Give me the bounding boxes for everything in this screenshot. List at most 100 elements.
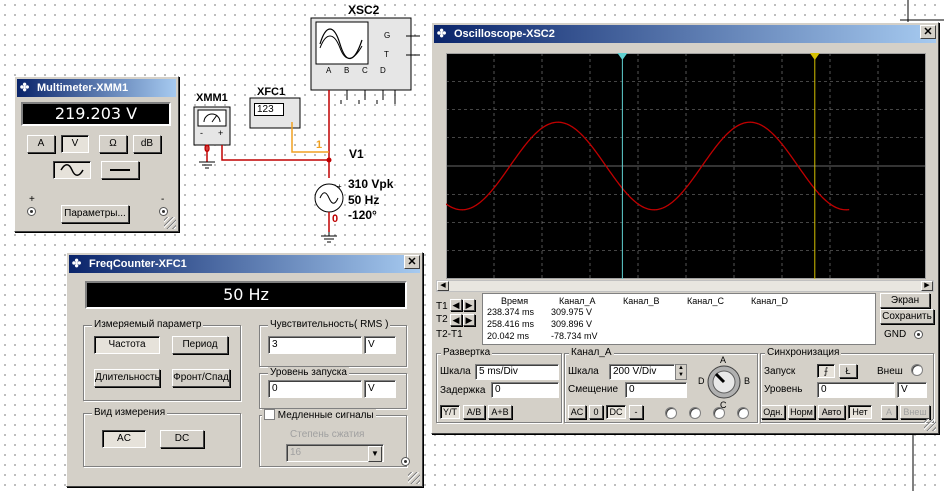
xmm-minus-label: - (200, 128, 203, 138)
sync-group: Синхронизация Запуск ⨍ Ł Внеш Уровень 0 … (760, 347, 934, 423)
level-input[interactable]: 0 (817, 382, 895, 398)
channel-dc-button[interactable]: DC (606, 405, 626, 419)
scale-spinner-icon[interactable]: ▲▼ (675, 364, 687, 380)
xsc-pin-b: B (344, 66, 350, 75)
t21-channel-a: -78.734 mV (551, 331, 598, 341)
node-1-label: 1 (316, 139, 323, 151)
cursor-t2-marker-icon (809, 53, 820, 60)
trigger-a-button[interactable]: A (881, 405, 897, 419)
offset-input[interactable]: 0 (625, 382, 687, 398)
screen-border (446, 53, 926, 279)
channel-scale-input[interactable]: 200 V/Div (609, 364, 675, 380)
gnd-terminal[interactable] (914, 330, 923, 339)
multimeter-titlebar[interactable]: ✤ Multimeter-XMM1 (17, 79, 176, 97)
mode-db-button[interactable]: dB (133, 135, 161, 153)
mode-v-button[interactable]: V (61, 135, 89, 153)
mode-ohm-button[interactable]: Ω (99, 135, 127, 153)
view-mode-label: Вид измерения (92, 407, 168, 418)
chevron-down-icon[interactable]: ▼ (368, 446, 382, 462)
ext-radio[interactable] (911, 364, 923, 376)
rising-edge-icon[interactable]: ⨍ (817, 364, 835, 378)
t1-label: T1 (436, 301, 448, 312)
oscilloscope-screen[interactable] (446, 53, 926, 279)
period-button[interactable]: Период (172, 336, 228, 354)
channel-selector-knob[interactable] (706, 364, 742, 400)
save-button[interactable]: Сохранить (880, 309, 934, 324)
node-0-label-xmm: 0 (204, 143, 211, 155)
channel-zero-button[interactable]: 0 (589, 405, 603, 419)
trigger-level-input[interactable]: 0 (268, 380, 362, 398)
t2-right-arrow-icon[interactable]: ▶ (463, 314, 475, 326)
mode-a-button[interactable]: A (27, 135, 55, 153)
horizontal-scrollbar[interactable]: ◀ ▶ (436, 280, 934, 292)
t1-right-arrow-icon[interactable]: ▶ (463, 299, 475, 311)
xsc-pin-c: C (362, 66, 368, 75)
multimeter-window[interactable]: ✤ Multimeter-XMM1 219.203 V A V Ω dB + -… (14, 76, 179, 232)
screen-button[interactable]: Экран (880, 293, 930, 308)
multimeter-minus-label: - (161, 194, 165, 205)
xsc-pin-g: G (384, 31, 391, 40)
multimeter-params-button[interactable]: Параметры... (61, 205, 129, 223)
apb-button[interactable]: A+B (488, 405, 512, 419)
single-button[interactable]: Одн. (761, 405, 785, 419)
scroll-right-icon[interactable]: ▶ (921, 281, 933, 291)
compression-label: Степень сжатия (290, 429, 365, 440)
ab-button[interactable]: A/B (463, 405, 485, 419)
channel-radio-1[interactable] (665, 407, 677, 419)
channel-radio-3[interactable] (713, 407, 725, 419)
freq-dc-button[interactable]: DC (160, 430, 204, 448)
readout-header-b: Канал_B (623, 296, 660, 306)
trigger-ext-button[interactable]: Внеш (900, 405, 930, 419)
oscilloscope-window[interactable]: ✤ Oscilloscope-XSC2 ✕ ◀ ▶ T1 T2 T2-T1 ◀ … (431, 22, 939, 434)
edge-button[interactable]: Фронт/Спад (172, 369, 230, 387)
duration-button[interactable]: Длительность (94, 369, 160, 387)
xfc1-display: 123 (254, 103, 284, 116)
t1-left-arrow-icon[interactable]: ◀ (450, 299, 462, 311)
oscilloscope-close-button[interactable]: ✕ (920, 25, 936, 39)
level-unit[interactable]: V (897, 382, 927, 398)
sensitivity-unit[interactable]: V (364, 336, 396, 354)
oscilloscope-titlebar[interactable]: ✤ Oscilloscope-XSC2 (434, 25, 936, 43)
auto-button[interactable]: Авто (818, 405, 845, 419)
compression-select[interactable]: 16 (286, 444, 384, 462)
freqcounter-close-button[interactable]: ✕ (404, 255, 420, 269)
readout-header-c: Канал_C (687, 296, 724, 306)
xsc-pin-a: A (326, 66, 332, 75)
channel-radio-4[interactable] (737, 407, 749, 419)
none-button[interactable]: Нет (848, 405, 872, 419)
slow-signals-checkbox[interactable] (264, 409, 275, 420)
channel-radio-2[interactable] (689, 407, 701, 419)
yt-button[interactable]: Y/T (440, 405, 460, 419)
channel-ac-button[interactable]: AC (568, 405, 586, 419)
instrument-icon: ✤ (72, 258, 82, 270)
multimeter-title: Multimeter-XMM1 (37, 82, 129, 94)
sensitivity-label: Чувствительность( RMS ) (268, 319, 391, 330)
channel-scale-label: Шкала (568, 366, 599, 377)
resize-grip[interactable] (924, 419, 936, 431)
freqcounter-terminal[interactable] (401, 457, 410, 466)
freq-ac-button[interactable]: AC (102, 430, 146, 448)
xmm1-label: XMM1 (196, 92, 228, 104)
ac-mode-button[interactable] (53, 161, 91, 179)
resize-grip[interactable] (408, 472, 420, 484)
channel-minus-button[interactable]: - (629, 405, 643, 419)
scroll-left-icon[interactable]: ◀ (437, 281, 449, 291)
resize-grip[interactable] (164, 217, 176, 229)
freqcounter-title: FreqCounter-XFC1 (89, 258, 187, 270)
instrument-icon: ✤ (437, 28, 447, 40)
sensitivity-input[interactable]: 3 (268, 336, 362, 354)
svg-text:+: + (337, 182, 342, 191)
freqcounter-titlebar[interactable]: ✤ FreqCounter-XFC1 (69, 255, 420, 273)
trigger-level-unit[interactable]: V (364, 380, 396, 398)
delay-input[interactable]: 0 (491, 382, 559, 398)
freq-button[interactable]: Частота (94, 336, 160, 354)
dc-mode-button[interactable] (101, 161, 139, 179)
multimeter-minus-terminal[interactable] (159, 207, 168, 216)
normal-button[interactable]: Норм (788, 405, 815, 419)
multimeter-plus-terminal[interactable] (27, 207, 36, 216)
freqcounter-window[interactable]: ✤ FreqCounter-XFC1 ✕ 50 Hz Измеряемый па… (66, 252, 423, 487)
t2-left-arrow-icon[interactable]: ◀ (450, 314, 462, 326)
timebase-scale-input[interactable]: 5 ms/Div (475, 364, 559, 380)
falling-edge-icon[interactable]: Ł (839, 364, 857, 378)
